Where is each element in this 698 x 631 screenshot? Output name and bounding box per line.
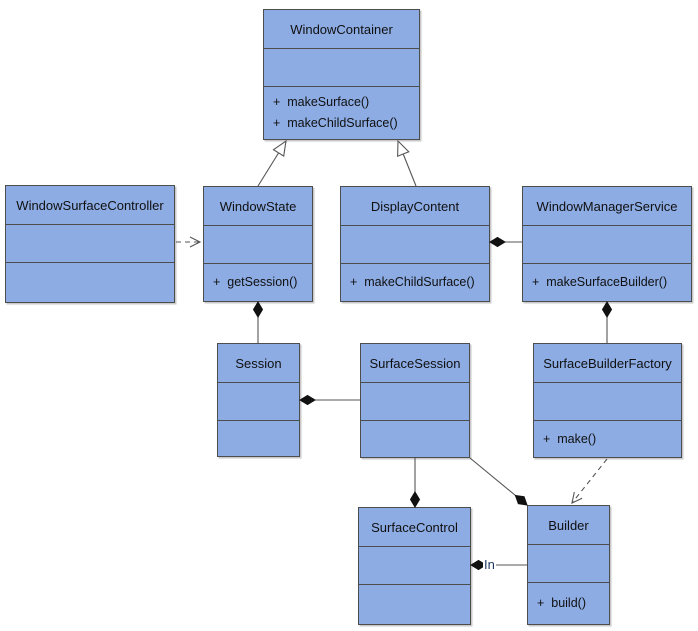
class-builder[interactable]: Builder + build() [527,505,610,625]
attributes-compartment [218,383,299,421]
class-name: WindowManagerService [523,187,691,226]
attributes-compartment [6,225,174,263]
dependency-edge-surfacebuilderfactory-to-builder[interactable] [571,458,608,504]
class-name: WindowSurfaceController [6,186,174,225]
methods-compartment [359,585,470,624]
class-name: Session [218,344,299,383]
methods-compartment [361,421,469,457]
method-makechildsurface: + makeChildSurface() [273,116,398,130]
class-name: WindowState [204,187,312,226]
methods-compartment: + makeChildSurface() [341,264,489,301]
attributes-compartment [361,383,469,421]
methods-compartment: + build() [528,583,609,624]
methods-compartment [218,421,299,456]
inheritance-edge-displaycontent-to-windowcontainer[interactable] [397,139,417,187]
methods-compartment: + make() [534,421,681,457]
method-makesurfacebuilder: + makeSurfaceBuilder() [532,275,668,289]
class-windowmanagerservice[interactable]: WindowManagerService + makeSurfaceBuilde… [522,186,692,302]
class-windowcontainer[interactable]: WindowContainer + makeSurface() + makeCh… [263,9,420,140]
attributes-compartment [534,383,681,421]
class-surfacebuilderfactory[interactable]: SurfaceBuilderFactory + make() [533,343,682,458]
attributes-compartment [204,226,312,264]
class-surfacecontrol[interactable]: SurfaceControl [358,507,471,625]
class-surfacesession[interactable]: SurfaceSession [360,343,470,458]
inheritance-edge-windowstate-to-windowcontainer[interactable] [257,139,287,187]
methods-compartment: + makeSurfaceBuilder() [523,264,691,301]
composition-edge-surfacesession-builder[interactable] [469,457,528,506]
attributes-compartment [528,545,609,583]
edge-label-in[interactable]: In [483,557,496,572]
class-name: Builder [528,506,609,545]
method-make: + make() [543,431,597,446]
class-windowstate[interactable]: WindowState + getSession() [203,186,313,302]
methods-compartment: + getSession() [204,264,312,301]
method-makesurface: + makeSurface() [273,95,370,109]
methods-compartment [6,263,174,302]
class-name: SurfaceControl [359,508,470,547]
class-name: WindowContainer [264,10,419,49]
class-displaycontent[interactable]: DisplayContent + makeChildSurface() [340,186,490,302]
methods-compartment: + makeSurface() + makeChildSurface() [264,87,419,139]
class-session[interactable]: Session [217,343,300,457]
method-getsession: + getSession() [213,275,298,289]
attributes-compartment [264,49,419,87]
class-name: SurfaceBuilderFactory [534,344,681,383]
method-makechildsurface: + makeChildSurface() [350,275,475,289]
class-name: DisplayContent [341,187,489,226]
class-name: SurfaceSession [361,344,469,383]
attributes-compartment [359,547,470,585]
attributes-compartment [341,226,489,264]
class-windowsurfacecontroller[interactable]: WindowSurfaceController [5,185,175,303]
attributes-compartment [523,226,691,264]
method-build: + build() [537,596,586,610]
